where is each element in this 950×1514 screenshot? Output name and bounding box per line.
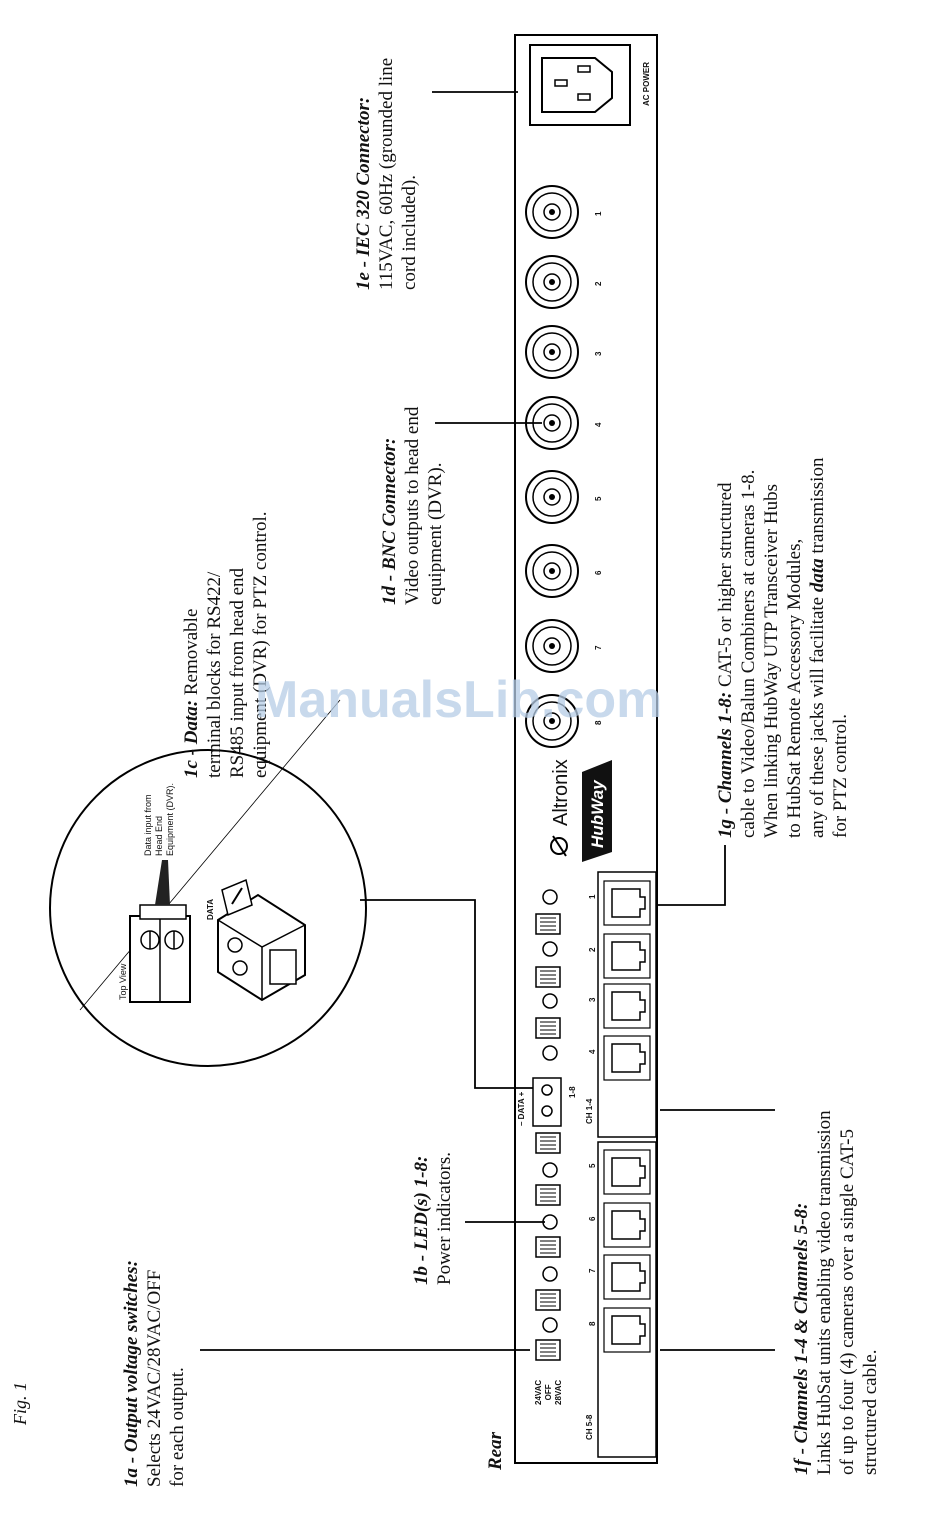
led-3 [542,993,558,1009]
rj45-jack-ch5 [603,1149,651,1195]
altronix-logo-icon [550,835,568,857]
led-6 [542,1214,558,1230]
bnc-number-3: 3 [594,351,603,356]
data-terminal-block [532,1077,562,1127]
bnc-connector-7 [525,619,579,673]
switch-legend: 24VAC OFF 28VAC [534,1379,563,1405]
led-2 [542,941,558,957]
bnc-connector-3 [525,325,579,379]
voltage-switch-2 [535,966,561,988]
led-5 [542,1162,558,1178]
rj45-jack-ch2 [603,933,651,979]
bnc-connector-6 [525,544,579,598]
bnc-connector-1 [525,185,579,239]
group-ch-1-4: CH 1-4 [585,1098,594,1124]
callout-1a: 1a - Output voltage switches: Selects 24… [121,1260,188,1487]
rj45-jack-ch8 [603,1307,651,1353]
callout-1g: 1g - Channels 1-8: CAT-5 or higher struc… [715,457,851,838]
rj45-jack-ch3 [603,983,651,1029]
ac-power-label: AC POWER [642,62,651,106]
bnc-connector-2 [525,255,579,309]
bnc-connector-5 [525,470,579,524]
voltage-switch-1 [535,913,561,935]
altronix-brand: Altronix [550,759,572,826]
channel-number-6: 6 [588,1216,597,1221]
channel-number-2: 2 [588,947,597,952]
data-terminal-inset [49,699,367,1067]
channel-number-5: 5 [588,1163,597,1168]
rj45-jack-ch1 [603,880,651,926]
voltage-switch-5 [535,1184,561,1206]
callout-1b: 1b - LED(s) 1-8: Power indicators. [411,1152,455,1285]
callout-1e: 1e - IEC 320 Connector: 115VAC, 60Hz (gr… [353,57,420,290]
bnc-number-4: 4 [594,422,603,427]
leader-lines [200,91,775,1351]
inset-top-view: Top View [118,963,128,1000]
channel-number-7: 7 [588,1268,597,1273]
inset-note: Data input from Head End Equipment (DVR)… [143,782,175,856]
data-sub-label: 1-8 [568,1086,577,1098]
bnc-number-5: 5 [594,496,603,501]
voltage-switch-7 [535,1289,561,1311]
rj45-jack-ch7 [603,1254,651,1300]
voltage-switch-4 [535,1132,561,1154]
voltage-switch-6 [535,1236,561,1258]
channel-number-8: 8 [588,1321,597,1326]
bnc-connector-8 [525,694,579,748]
ac-power-connector [529,44,631,126]
rj45-jack-ch4 [603,1035,651,1081]
bnc-number-8: 8 [594,720,603,725]
hubway-brand: HubWay [588,780,607,848]
voltage-switch-3 [535,1017,561,1039]
bnc-connector-4 [525,396,579,450]
figure-label: Fig. 1 [10,1382,30,1425]
led-7 [542,1266,558,1282]
inset-data: DATA [206,898,215,920]
callout-1c: 1c - Data: Removable terminal blocks for… [181,511,271,778]
watermark: ManualsLib.com [255,671,663,729]
bnc-number-7: 7 [594,645,603,650]
data-label: – DATA + [517,1091,526,1126]
bnc-number-6: 6 [594,570,603,575]
voltage-switch-8 [535,1339,561,1361]
bnc-number-1: 1 [594,211,603,216]
channel-number-3: 3 [588,997,597,1002]
rear-label: Rear [485,1432,506,1470]
led-1 [542,889,558,905]
callout-1f: 1f - Channels 1-4 & Channels 5-8: Links … [791,1110,881,1475]
bnc-number-2: 2 [594,281,603,286]
group-ch-5-8: CH 5-8 [585,1414,594,1440]
channel-number-4: 4 [588,1049,597,1054]
rj45-jack-ch6 [603,1202,651,1248]
channel-number-1: 1 [588,894,597,899]
hubway-logo [582,760,612,862]
callout-1d: 1d - BNC Connector: Video outputs to hea… [379,406,446,605]
led-8 [542,1317,558,1333]
led-4 [542,1045,558,1061]
